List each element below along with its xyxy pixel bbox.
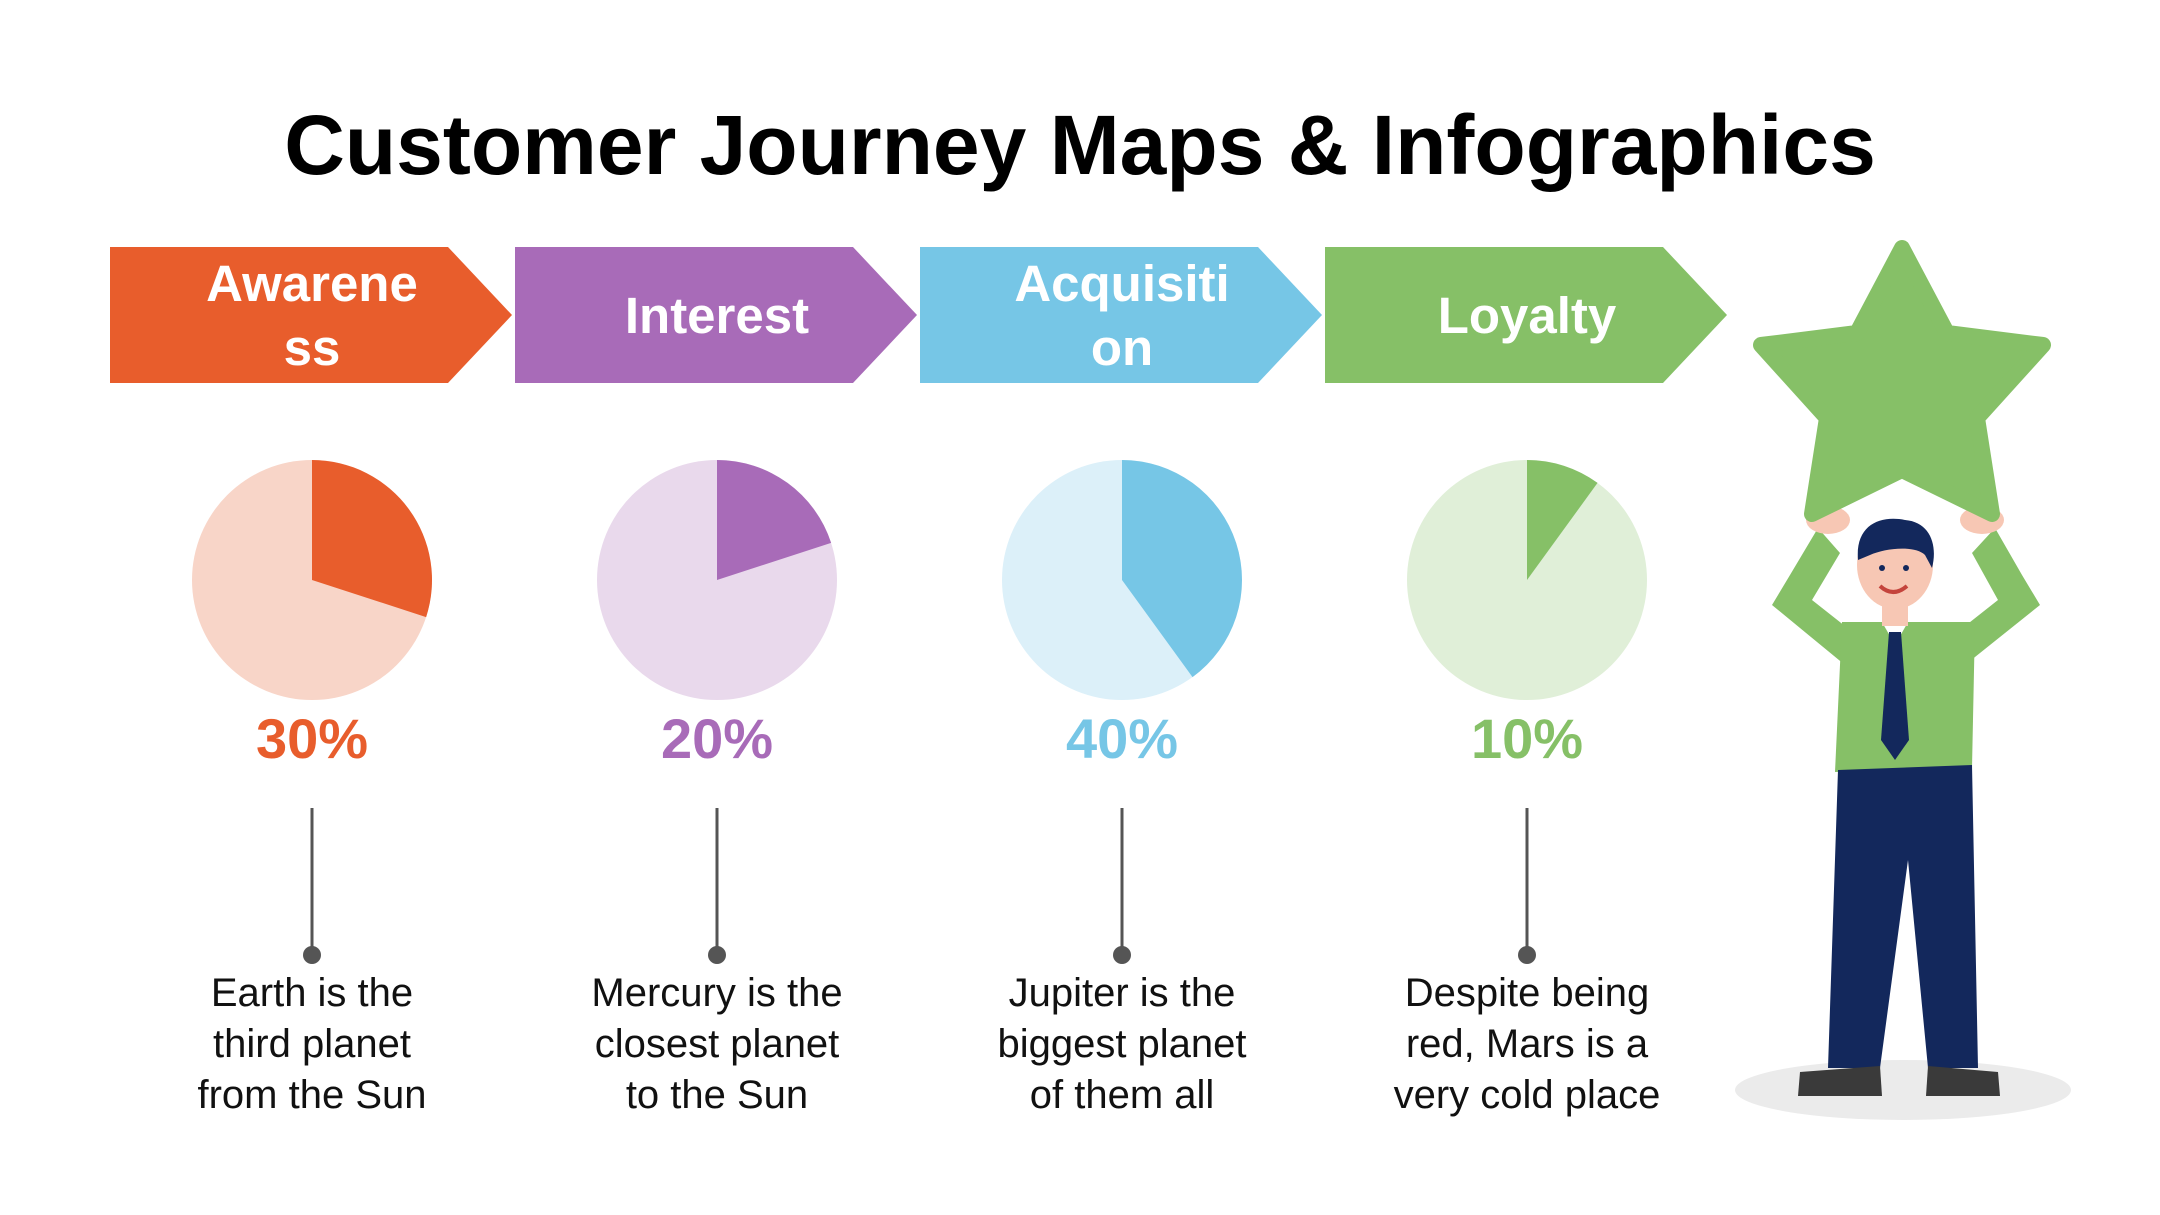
pie-slice-loyalty — [1527, 460, 1598, 580]
description-awareness: Earth is the third planet from the Sun — [132, 968, 492, 1121]
description-line: of them all — [1029, 1073, 1215, 1117]
stage-arrow-loyalty — [1325, 247, 1727, 383]
businessman-illustration — [1735, 240, 2071, 1120]
hair — [1857, 518, 1934, 568]
stage-label-loyalty: Loyalty — [1438, 287, 1617, 344]
description-line: Mercury is the — [591, 971, 843, 1015]
eye-left — [1879, 565, 1885, 571]
description-interest: Mercury is the closest planet to the Sun — [537, 968, 897, 1121]
description-loyalty: Despite being red, Mars is a very cold pla… — [1347, 968, 1707, 1121]
stage-arrow-awareness — [110, 247, 512, 383]
description-line: red, Mars is a — [1405, 1022, 1649, 1066]
percent-label-acquisition: 40% — [1066, 707, 1178, 770]
stage-arrow-interest — [515, 247, 917, 383]
percent-label-loyalty: 10% — [1471, 707, 1583, 770]
connector-dot-awareness — [303, 946, 321, 964]
description-line: closest planet — [594, 1022, 840, 1066]
star-icon — [1753, 240, 2051, 522]
stage-label-interest: Interest — [625, 287, 809, 344]
page-title: Customer Journey Maps & Infographics — [284, 98, 1876, 192]
percent-label-awareness: 30% — [256, 707, 368, 770]
pie-slice-interest — [717, 460, 832, 580]
trousers — [1828, 765, 1978, 1068]
description-line: Earth is the — [210, 971, 414, 1015]
pie-slice-awareness — [312, 459, 433, 618]
description-line: biggest planet — [997, 1022, 1247, 1066]
eye-right — [1903, 565, 1909, 571]
description-line: Jupiter is the — [1008, 971, 1236, 1015]
right-arm — [1960, 528, 2040, 665]
description-line: Despite being — [1404, 971, 1650, 1015]
stage-arrow-acquisition — [920, 247, 1322, 383]
floor-shadow — [1735, 1060, 2071, 1120]
description-line: to the Sun — [625, 1073, 809, 1117]
right-shoe — [1926, 1066, 2000, 1096]
left-shoe — [1798, 1066, 1882, 1096]
connector-dot-loyalty — [1518, 946, 1536, 964]
tie — [1881, 632, 1909, 760]
description-line: third planet — [213, 1022, 411, 1066]
description-line: very cold place — [1393, 1073, 1661, 1117]
pie-slice-acquisition — [1122, 460, 1242, 678]
description-acquisition: Jupiter is the biggest planet of them all — [942, 968, 1302, 1121]
smile — [1878, 584, 1909, 594]
description-line: from the Sun — [197, 1073, 427, 1117]
connector-dot-acquisition — [1113, 946, 1131, 964]
connector-dot-interest — [708, 946, 726, 964]
percent-label-interest: 20% — [661, 707, 773, 770]
left-arm — [1772, 528, 1850, 665]
